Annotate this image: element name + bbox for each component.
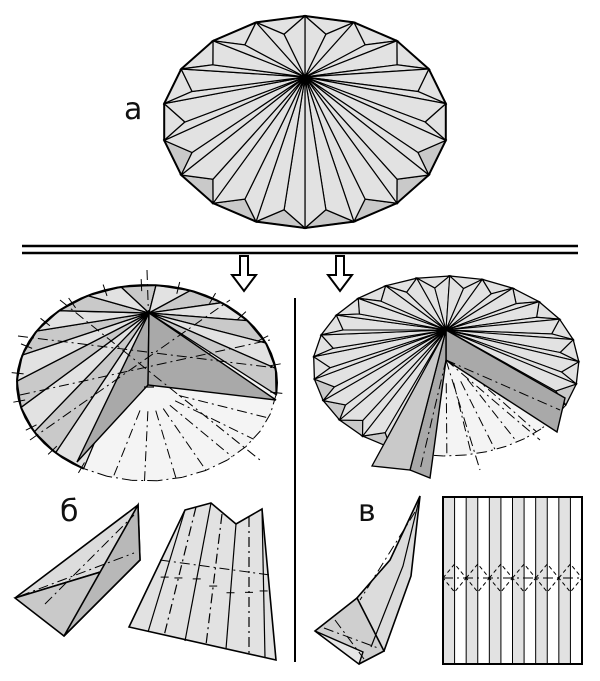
label-v: в (358, 494, 376, 529)
figure-b-wedge-piece (13, 502, 141, 638)
down-arrow-left-icon (230, 255, 258, 293)
down-arrow-right-icon (326, 255, 354, 293)
disc-outline (163, 14, 447, 230)
figure-v-folded-disc (312, 274, 581, 479)
figure-a-pleated-disc (162, 14, 448, 230)
label-a: а (124, 92, 143, 127)
separator-double-line (22, 244, 578, 255)
figure-v-folded-cone (313, 495, 421, 666)
figure-b-cut-disc (11, 269, 283, 482)
pleat-facet (283, 14, 306, 78)
label-b: б (60, 494, 79, 529)
figure-v-crease-pattern (442, 496, 583, 665)
figure-b-pleated-strip (127, 502, 277, 662)
